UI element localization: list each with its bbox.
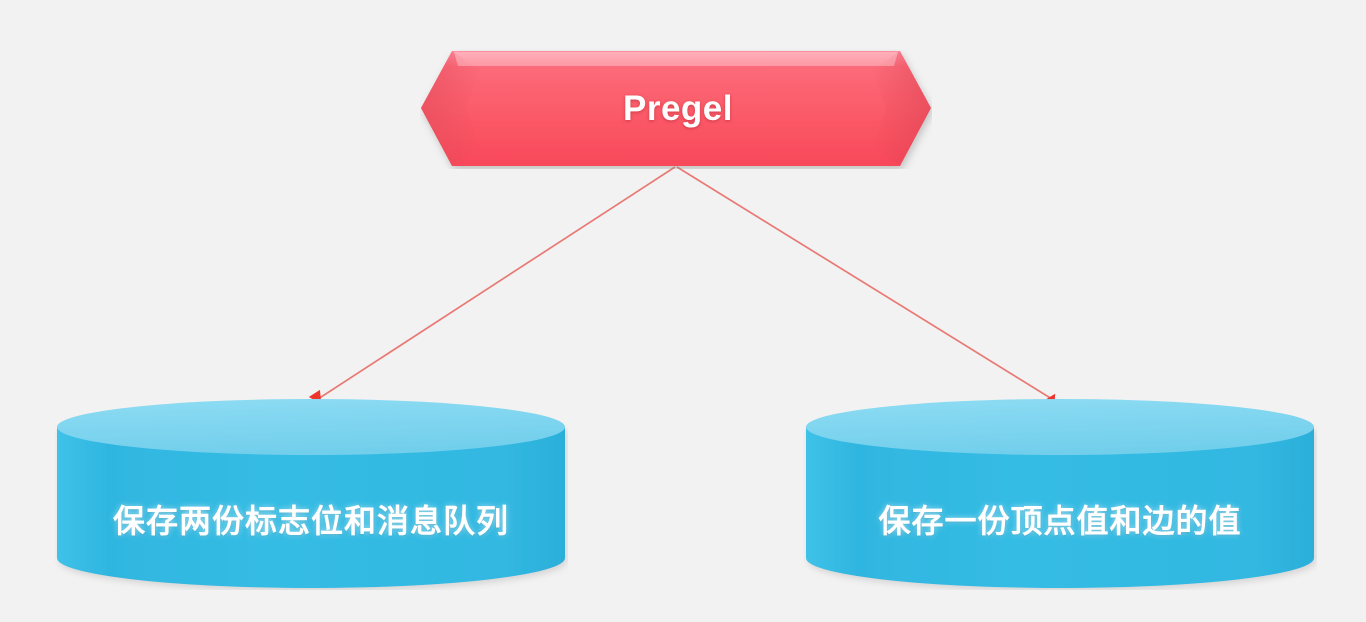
connector-root-to-left [308,166,676,405]
cylinder-shape-right [806,399,1314,588]
cylinder-right-label: 保存一份顶点值和边的值 [878,503,1242,539]
cylinder-node-right[interactable]: 保存一份顶点值和边的值 [803,398,1317,590]
pentagon-shape [421,51,931,166]
connector-root-to-right [676,166,1056,409]
root-node-label: Pregel [623,89,733,128]
cylinder-shape-left [57,399,565,588]
cylinder-left-label: 保存两份标志位和消息队列 [112,503,509,539]
cylinder-node-left[interactable]: 保存两份标志位和消息队列 [54,398,568,590]
root-node-pregel[interactable]: Pregel [420,49,932,169]
